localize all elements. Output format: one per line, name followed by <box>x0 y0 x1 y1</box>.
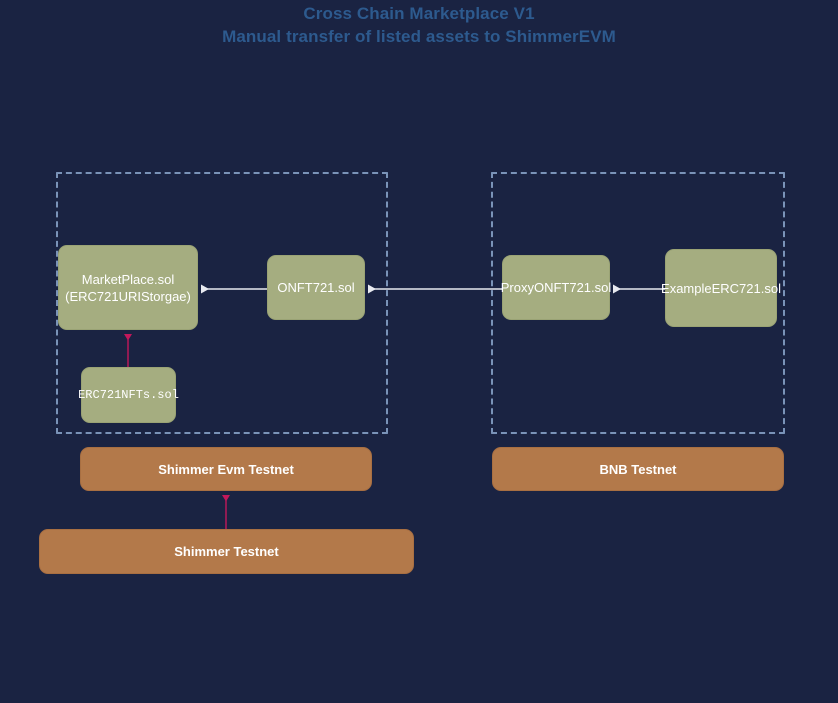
bnb-cluster-frame <box>491 172 785 434</box>
title-line-1: Cross Chain Marketplace V1 <box>303 4 535 23</box>
contract-node-marketplace[interactable]: MarketPlace.sol (ERC721URIStorgae) <box>58 245 198 330</box>
contract-node-exampleerc721[interactable]: ExampleERC721.sol <box>661 249 781 327</box>
contract-label-marketplace: MarketPlace.sol (ERC721URIStorgae) <box>65 271 191 305</box>
contract-node-onft721[interactable]: ONFT721.sol <box>267 255 365 320</box>
network-node-bnb-testnet[interactable]: BNB Testnet <box>492 447 784 491</box>
network-node-shimmer-testnet[interactable]: Shimmer Testnet <box>39 529 414 574</box>
contract-label-onft721: ONFT721.sol <box>277 280 355 295</box>
shimmer-evm-cluster-frame <box>56 172 388 434</box>
contract-node-proxyonft721[interactable]: ProxyONFT721.sol <box>500 255 612 320</box>
contract-label-marketplace-line1: MarketPlace.sol <box>81 271 175 287</box>
contract-label-marketplace-line2: (ERC721URIStorgae) <box>65 288 191 304</box>
network-node-shimmer-evm-testnet[interactable]: Shimmer Evm Testnet <box>80 447 372 491</box>
network-label-bnb-testnet: BNB Testnet <box>599 461 677 477</box>
network-label-shimmer-testnet: Shimmer Testnet <box>174 544 279 559</box>
contract-label-erc721nfts: ERC721NFTs.sol <box>78 387 179 402</box>
contract-label-exampleerc721: ExampleERC721.sol <box>661 280 781 296</box>
title-line-2: Manual transfer of listed assets to Shim… <box>222 27 616 46</box>
contract-label-proxyonft721: ProxyONFT721.sol <box>500 280 612 295</box>
diagram-title: Cross Chain Marketplace V1 Manual transf… <box>0 0 838 48</box>
network-label-shimmer-evm-testnet: Shimmer Evm Testnet <box>158 461 294 477</box>
contract-node-erc721nfts[interactable]: ERC721NFTs.sol <box>78 367 179 423</box>
